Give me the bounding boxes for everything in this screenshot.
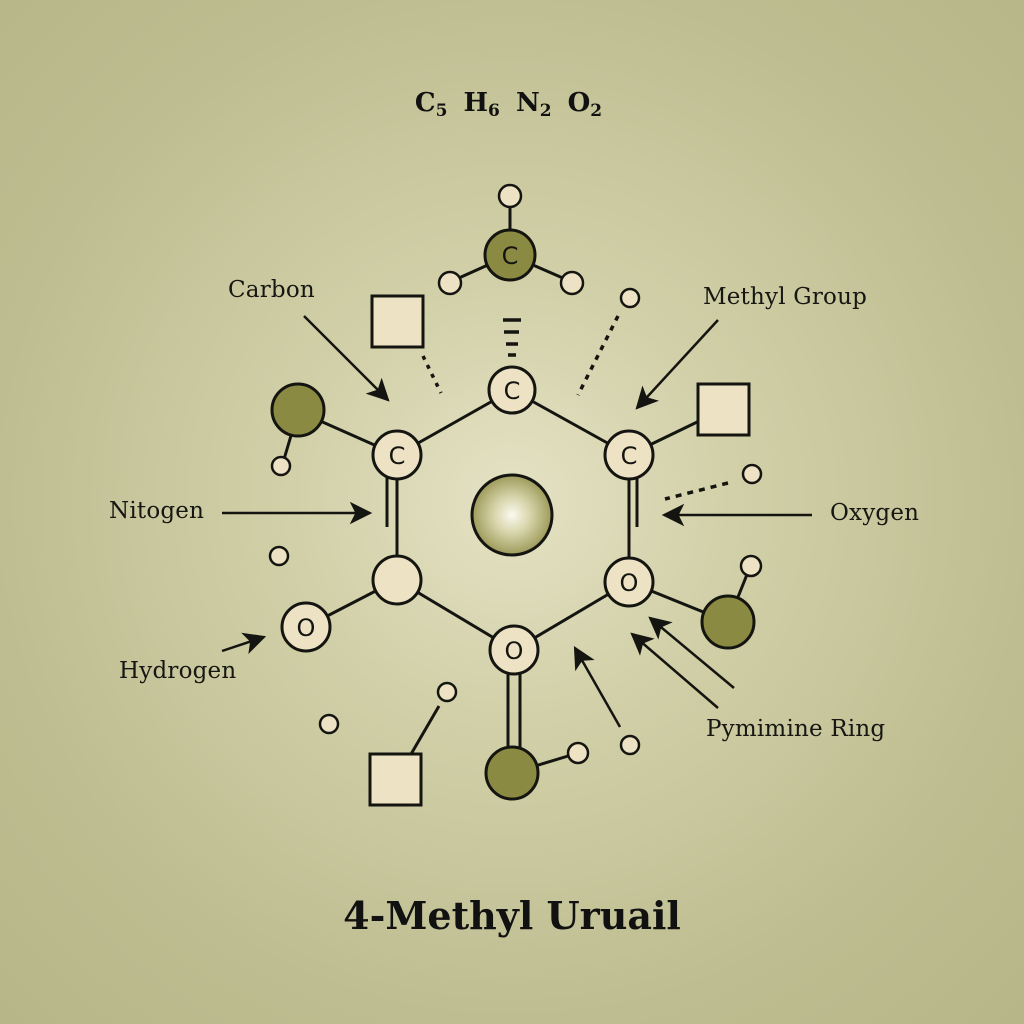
formula-count: 2 [539, 101, 552, 121]
label-hydrogen: Hydrogen [119, 658, 237, 684]
dark-atom-lower-right [700, 594, 756, 650]
hashed-bonds [421, 315, 729, 501]
arrow-pyrimidine-2 [630, 632, 719, 709]
label-carbon: Carbon [228, 277, 315, 303]
ring-lower-right-symbol: O [620, 569, 639, 597]
arrow-carbon [303, 315, 390, 402]
formula-count: 5 [435, 101, 448, 121]
ring-atom-lower-right [603, 556, 655, 608]
label-oxygen: Oxygen [830, 500, 920, 526]
label-methyl-group: Methyl Group [703, 284, 868, 310]
formula-count: 6 [488, 101, 500, 121]
arrow-methyl-group [635, 319, 719, 410]
ring-atom-lower-left [371, 554, 423, 606]
dark-atom-bottom [484, 745, 540, 801]
ring-top-symbol: C [504, 377, 521, 405]
formula-count: 2 [590, 101, 603, 121]
formula-element: N [515, 88, 540, 118]
ring-upper-right-symbol: C [621, 442, 638, 470]
dark-atom-upper-left [270, 382, 326, 438]
formula-element: H [463, 88, 489, 118]
label-nitrogen: Nitogen [109, 498, 205, 524]
ring-atom-top [487, 365, 537, 415]
formula-element: C [414, 88, 436, 118]
molecule-title: 4-Methyl Uruail [343, 893, 681, 938]
square-group-upper-left [370, 294, 425, 349]
ring-bottom-symbol: O [505, 637, 524, 665]
methyl-carbon-atom [483, 228, 537, 282]
square-group-upper-right [696, 382, 751, 437]
dark-atoms [270, 228, 756, 801]
ring-upper-left-symbol: C [389, 442, 406, 470]
left-oxygen-atom [280, 601, 332, 653]
arrow-pyrimidine-1 [648, 616, 735, 689]
label-arrows [221, 315, 812, 728]
square-group-bottom-left [368, 752, 423, 807]
ring-atom-upper-right [603, 429, 655, 481]
hydrogen-atoms [268, 183, 763, 765]
atom-symbols: C C C C O O O [297, 242, 639, 665]
light-atoms [280, 365, 655, 676]
arrow-hydrogen [221, 632, 267, 655]
formula-element: O [567, 88, 591, 118]
label-pyrimidine-ring: Pymimine Ring [706, 716, 886, 742]
molecular-formula: C5 H6 N2 O2 [0, 88, 1024, 121]
ring-atom-bottom [488, 624, 540, 676]
left-oxygen-symbol: O [297, 614, 316, 642]
arrow-pyrimidine-3 [573, 646, 622, 728]
methyl-carbon-symbol: C [502, 242, 519, 270]
ring-atom-upper-left [371, 429, 423, 481]
ring-center-sphere [470, 473, 554, 557]
square-groups [368, 294, 751, 807]
